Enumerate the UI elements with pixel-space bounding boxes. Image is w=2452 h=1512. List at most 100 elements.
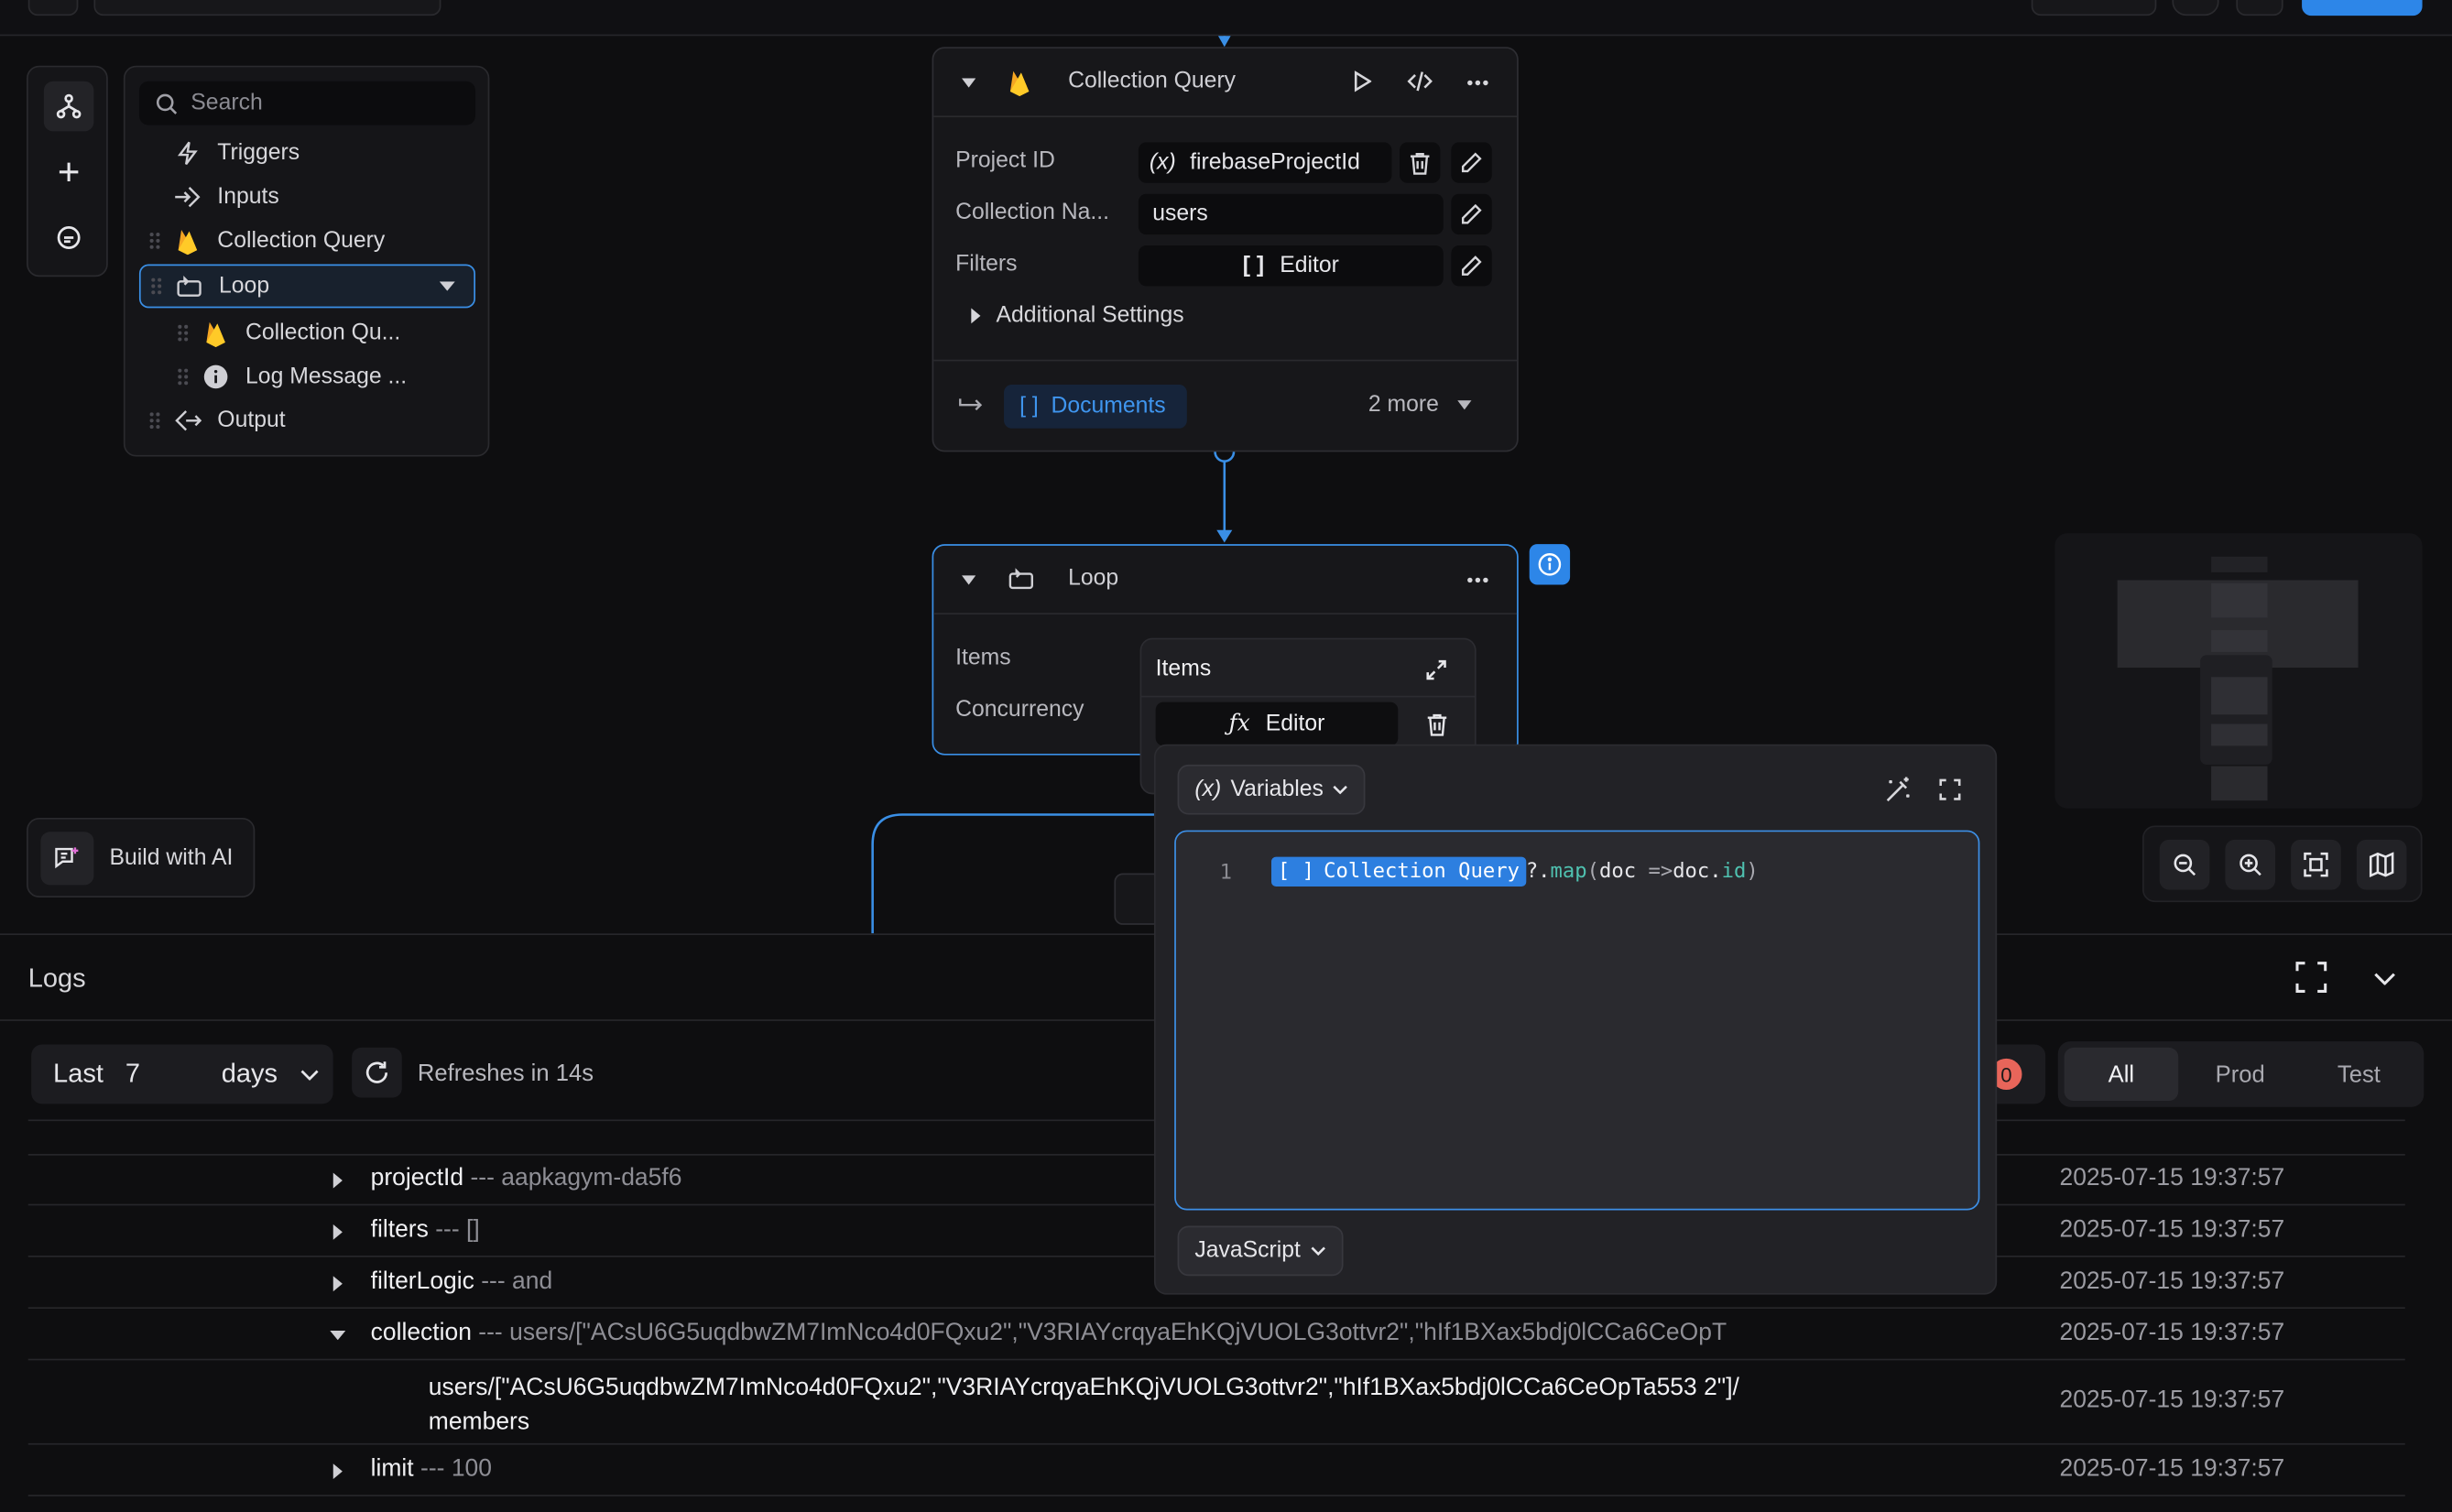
more-outputs-label: 2 more — [1368, 392, 1439, 418]
magic-wand-icon[interactable] — [1884, 776, 1913, 804]
trash-icon[interactable] — [1400, 142, 1441, 183]
log-row-detail[interactable]: users/["ACsU6G5uqdbwZM7ImNco4d0FQxu2","V… — [27, 1362, 2405, 1445]
tree-item-label: Collection Query — [217, 228, 386, 254]
top-action-button[interactable] — [2031, 0, 2157, 16]
return-arrow-icon — [959, 396, 984, 414]
items-editor-field[interactable]: ƒx Editor — [1155, 702, 1399, 746]
tree-item-label: Inputs — [217, 184, 279, 210]
flow-tree-icon[interactable] — [43, 81, 94, 132]
fullscreen-icon[interactable] — [1939, 778, 1961, 800]
comment-icon[interactable] — [44, 212, 94, 263]
variables-label: Variables — [1230, 777, 1324, 802]
more-options-icon[interactable] — [1466, 577, 1488, 583]
tab-test[interactable]: Test — [2337, 1061, 2381, 1088]
firebase-icon — [1008, 67, 1030, 97]
log-row-expanded[interactable]: collection --- users/["ACsU6G5uqdbwZM7Im… — [27, 1311, 2405, 1361]
filters-editor-field[interactable]: [ ] Editor — [1138, 245, 1444, 287]
breadcrumb-bar[interactable] — [93, 0, 441, 16]
tree-search-input[interactable]: Search — [138, 81, 476, 125]
zoom-in-icon[interactable] — [2225, 839, 2276, 890]
token-label: Collection Query — [1324, 860, 1520, 884]
collapse-caret-icon[interactable] — [961, 78, 976, 88]
play-icon[interactable] — [1353, 71, 1372, 92]
caret-right-icon[interactable] — [332, 1276, 343, 1292]
trash-icon[interactable] — [1415, 702, 1459, 746]
log-detail-value: users/["ACsU6G5uqdbwZM7ImNco4d0FQxu2","V… — [428, 1374, 1739, 1436]
info-icon[interactable] — [1529, 544, 1571, 585]
project-id-field[interactable]: (x) firebaseProjectId — [1138, 142, 1392, 183]
project-id-label: Project ID — [955, 148, 1055, 174]
search-icon — [155, 92, 179, 115]
log-value: aapkagym-da5f6 — [501, 1164, 682, 1191]
tree-item-collection-query-child[interactable]: Collection Qu... — [168, 311, 504, 355]
chevron-down-icon[interactable] — [439, 281, 455, 291]
code-editor[interactable]: 1 [ ] Collection Query ?. map ( doc => d… — [1174, 830, 1980, 1211]
caret-down-icon[interactable] — [330, 1330, 346, 1341]
collection-name-field[interactable]: users — [1138, 193, 1444, 235]
range-value[interactable]: 7 — [125, 1058, 140, 1089]
tab-prod[interactable]: Prod — [2215, 1061, 2265, 1088]
log-value: and — [512, 1267, 553, 1295]
more-options-icon[interactable] — [1466, 80, 1488, 86]
variable-icon: (x) — [1149, 149, 1176, 176]
filters-value: Editor — [1280, 253, 1339, 278]
tree-item-inputs[interactable]: Inputs — [139, 175, 475, 219]
tree-item-log-message[interactable]: Log Message ... — [168, 355, 504, 399]
pencil-icon[interactable] — [1451, 142, 1492, 183]
more-outputs-dropdown[interactable]: 2 more — [1368, 393, 1472, 418]
collection-query-node[interactable]: Collection Query Project ID (x) firebase… — [932, 47, 1519, 452]
log-row[interactable]: limit --- 100 2025-07-15 19:37:57 — [27, 1446, 2405, 1496]
code-icon[interactable] — [1407, 71, 1433, 92]
tree-item-label: Output — [217, 408, 286, 433]
time-range-selector[interactable]: Last 7 days — [31, 1044, 333, 1104]
expand-icon[interactable] — [1426, 659, 1446, 680]
caret-right-icon[interactable] — [332, 1224, 343, 1240]
chevron-down-icon[interactable] — [2374, 973, 2396, 985]
zoom-out-icon[interactable] — [2159, 839, 2210, 890]
fit-view-icon[interactable] — [2291, 839, 2341, 890]
loop-icon — [172, 275, 207, 297]
collection-query-token[interactable]: [ ] Collection Query — [1271, 856, 1526, 887]
refresh-icon[interactable] — [352, 1047, 402, 1098]
caret-right-icon[interactable] — [332, 1172, 343, 1189]
concurrency-label: Concurrency — [955, 697, 1084, 723]
language-label: JavaScript — [1194, 1238, 1301, 1264]
tree-item-output[interactable]: Output — [139, 398, 475, 442]
code-paren: ( — [1586, 860, 1600, 884]
caret-right-icon — [971, 308, 981, 324]
caret-right-icon[interactable] — [332, 1463, 343, 1480]
environment-tabs: All Prod Test — [2057, 1041, 2425, 1107]
log-row[interactable]: filterLogic --- and 2025-07-15 19:37:57 — [27, 1258, 2405, 1310]
publish-button[interactable] — [2302, 0, 2423, 16]
variables-dropdown[interactable]: (x) Variables — [1177, 764, 1366, 815]
log-key: projectId — [370, 1164, 464, 1191]
back-button[interactable] — [27, 0, 79, 16]
build-with-ai-button[interactable]: Build with AI — [27, 817, 256, 898]
tree-item-collection-query[interactable]: Collection Query — [139, 219, 475, 263]
code-arrow: => — [1648, 860, 1673, 884]
range-unit[interactable]: days — [221, 1058, 278, 1089]
pencil-icon[interactable] — [1451, 245, 1492, 287]
minimap[interactable] — [2054, 533, 2423, 809]
log-key: filterLogic — [370, 1267, 474, 1295]
drag-handle-icon[interactable] — [139, 232, 170, 250]
tree-item-loop[interactable]: Loop — [138, 264, 476, 309]
code-param: doc — [1599, 860, 1649, 884]
log-timestamp: 2025-07-15 19:37:57 — [2059, 1216, 2285, 1244]
language-dropdown[interactable]: JavaScript — [1177, 1225, 1344, 1277]
panel-toggle-icon[interactable] — [2236, 0, 2283, 16]
tab-all[interactable]: All — [2064, 1047, 2179, 1101]
add-icon[interactable] — [44, 147, 94, 197]
fullscreen-icon[interactable] — [2295, 962, 2327, 993]
additional-settings-toggle[interactable]: Additional Settings — [971, 303, 1184, 329]
node-title[interactable]: Loop — [1068, 566, 1119, 592]
documents-output-chip[interactable]: [ ] Documents — [1004, 385, 1188, 429]
pencil-icon[interactable] — [1451, 193, 1492, 235]
line-number: 1 — [1219, 861, 1233, 886]
code-object: doc. — [1673, 860, 1722, 884]
map-icon[interactable] — [2356, 839, 2407, 890]
top-bar — [0, 0, 2452, 37]
node-title[interactable]: Collection Query — [1068, 69, 1237, 94]
collapse-caret-icon[interactable] — [961, 575, 976, 585]
tree-item-triggers[interactable]: Triggers — [139, 131, 475, 175]
